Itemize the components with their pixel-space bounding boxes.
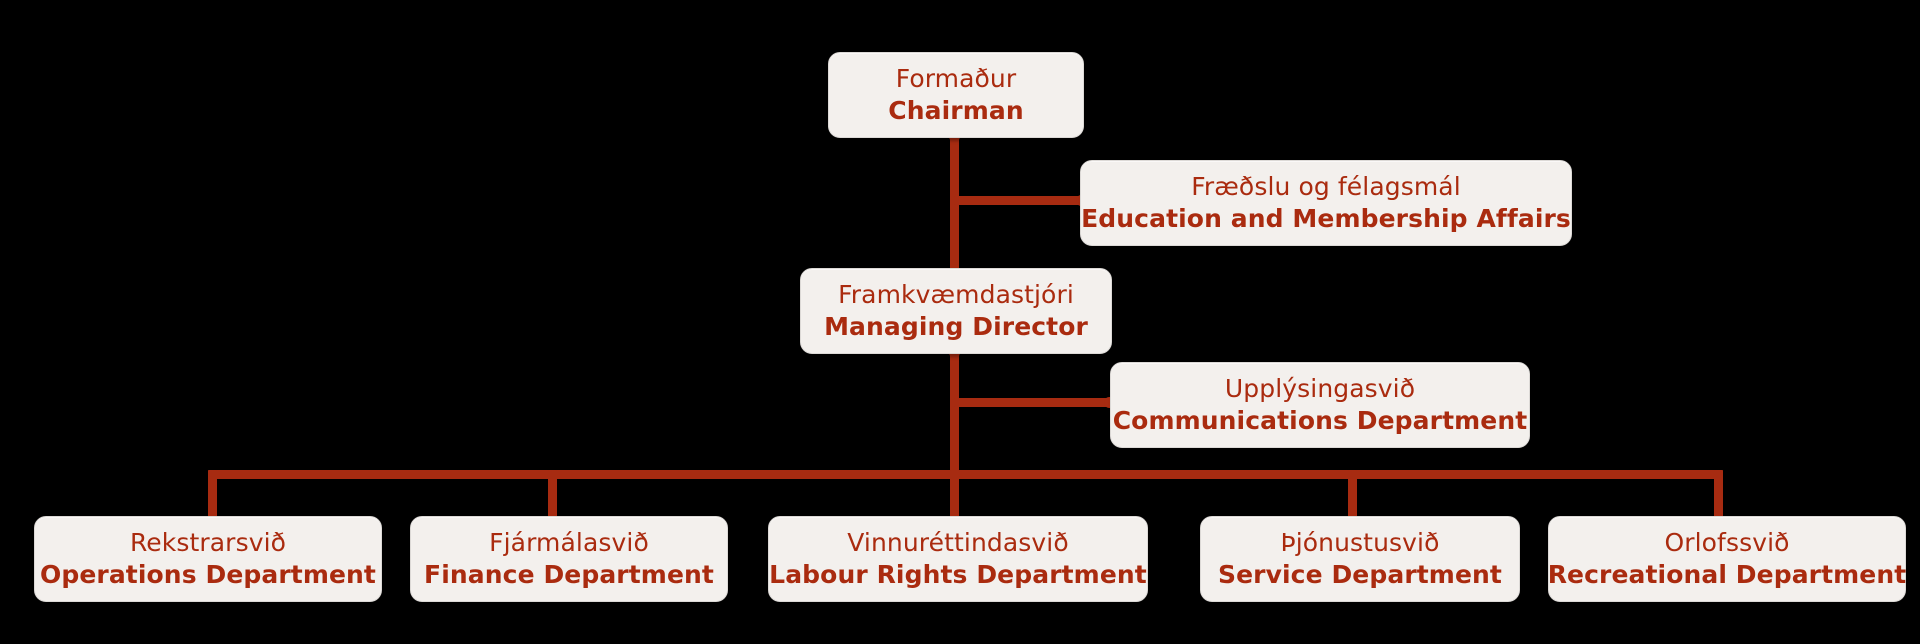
- connector-branch-communications: [954, 398, 1112, 407]
- node-finance-department[interactable]: Fjármálasvið Finance Department: [410, 516, 728, 602]
- connector-branch-education: [954, 196, 1084, 205]
- node-labour-rights-icelandic: Vinnuréttindasvið: [847, 528, 1069, 557]
- node-operations-icelandic: Rekstrarsvið: [129, 528, 287, 557]
- connector-dot-communications: [1104, 397, 1115, 408]
- node-recreational-department[interactable]: Orlofssvið Recreational Department: [1548, 516, 1906, 602]
- node-managing-director[interactable]: Framkvæmdastjóri Managing Director: [800, 268, 1112, 354]
- node-chairman[interactable]: Formaður Chairman: [828, 52, 1084, 138]
- node-managing-director-icelandic: Framkvæmdastjóri: [838, 280, 1074, 309]
- node-education-english: Education and Membership Affairs: [1081, 204, 1571, 233]
- node-finance-english: Finance Department: [424, 560, 714, 589]
- node-recreational-english: Recreational Department: [1547, 560, 1907, 589]
- node-service-icelandic: Þjónustusvið: [1280, 528, 1440, 557]
- node-managing-director-english: Managing Director: [824, 312, 1088, 341]
- connector-drop-finance: [548, 470, 557, 520]
- connector-drop-operations: [208, 470, 217, 520]
- node-communications-icelandic: Upplýsingasvið: [1224, 374, 1416, 403]
- node-recreational-icelandic: Orlofssvið: [1664, 528, 1790, 557]
- node-service-english: Service Department: [1218, 560, 1502, 589]
- node-chairman-english: Chairman: [888, 96, 1024, 125]
- connector-drop-service: [1348, 470, 1357, 520]
- node-education-icelandic: Fræðslu og félagsmál: [1191, 172, 1461, 201]
- node-education-and-membership-affairs[interactable]: Fræðslu og félagsmál Education and Membe…: [1080, 160, 1572, 246]
- connector-distribution-bus: [208, 470, 1723, 479]
- node-operations-department[interactable]: Rekstrarsvið Operations Department: [34, 516, 382, 602]
- connector-drop-recreational: [1714, 470, 1723, 520]
- node-chairman-icelandic: Formaður: [895, 64, 1017, 93]
- node-labour-rights-english: Labour Rights Department: [769, 560, 1147, 589]
- node-communications-department[interactable]: Upplýsingasvið Communications Department: [1110, 362, 1530, 448]
- node-operations-english: Operations Department: [40, 560, 376, 589]
- node-labour-rights-department[interactable]: Vinnuréttindasvið Labour Rights Departme…: [768, 516, 1148, 602]
- node-communications-english: Communications Department: [1112, 406, 1528, 435]
- connector-managing-director-to-bus: [950, 350, 959, 478]
- node-finance-icelandic: Fjármálasvið: [489, 528, 649, 557]
- node-service-department[interactable]: Þjónustusvið Service Department: [1200, 516, 1520, 602]
- connector-drop-labour-rights: [950, 470, 959, 520]
